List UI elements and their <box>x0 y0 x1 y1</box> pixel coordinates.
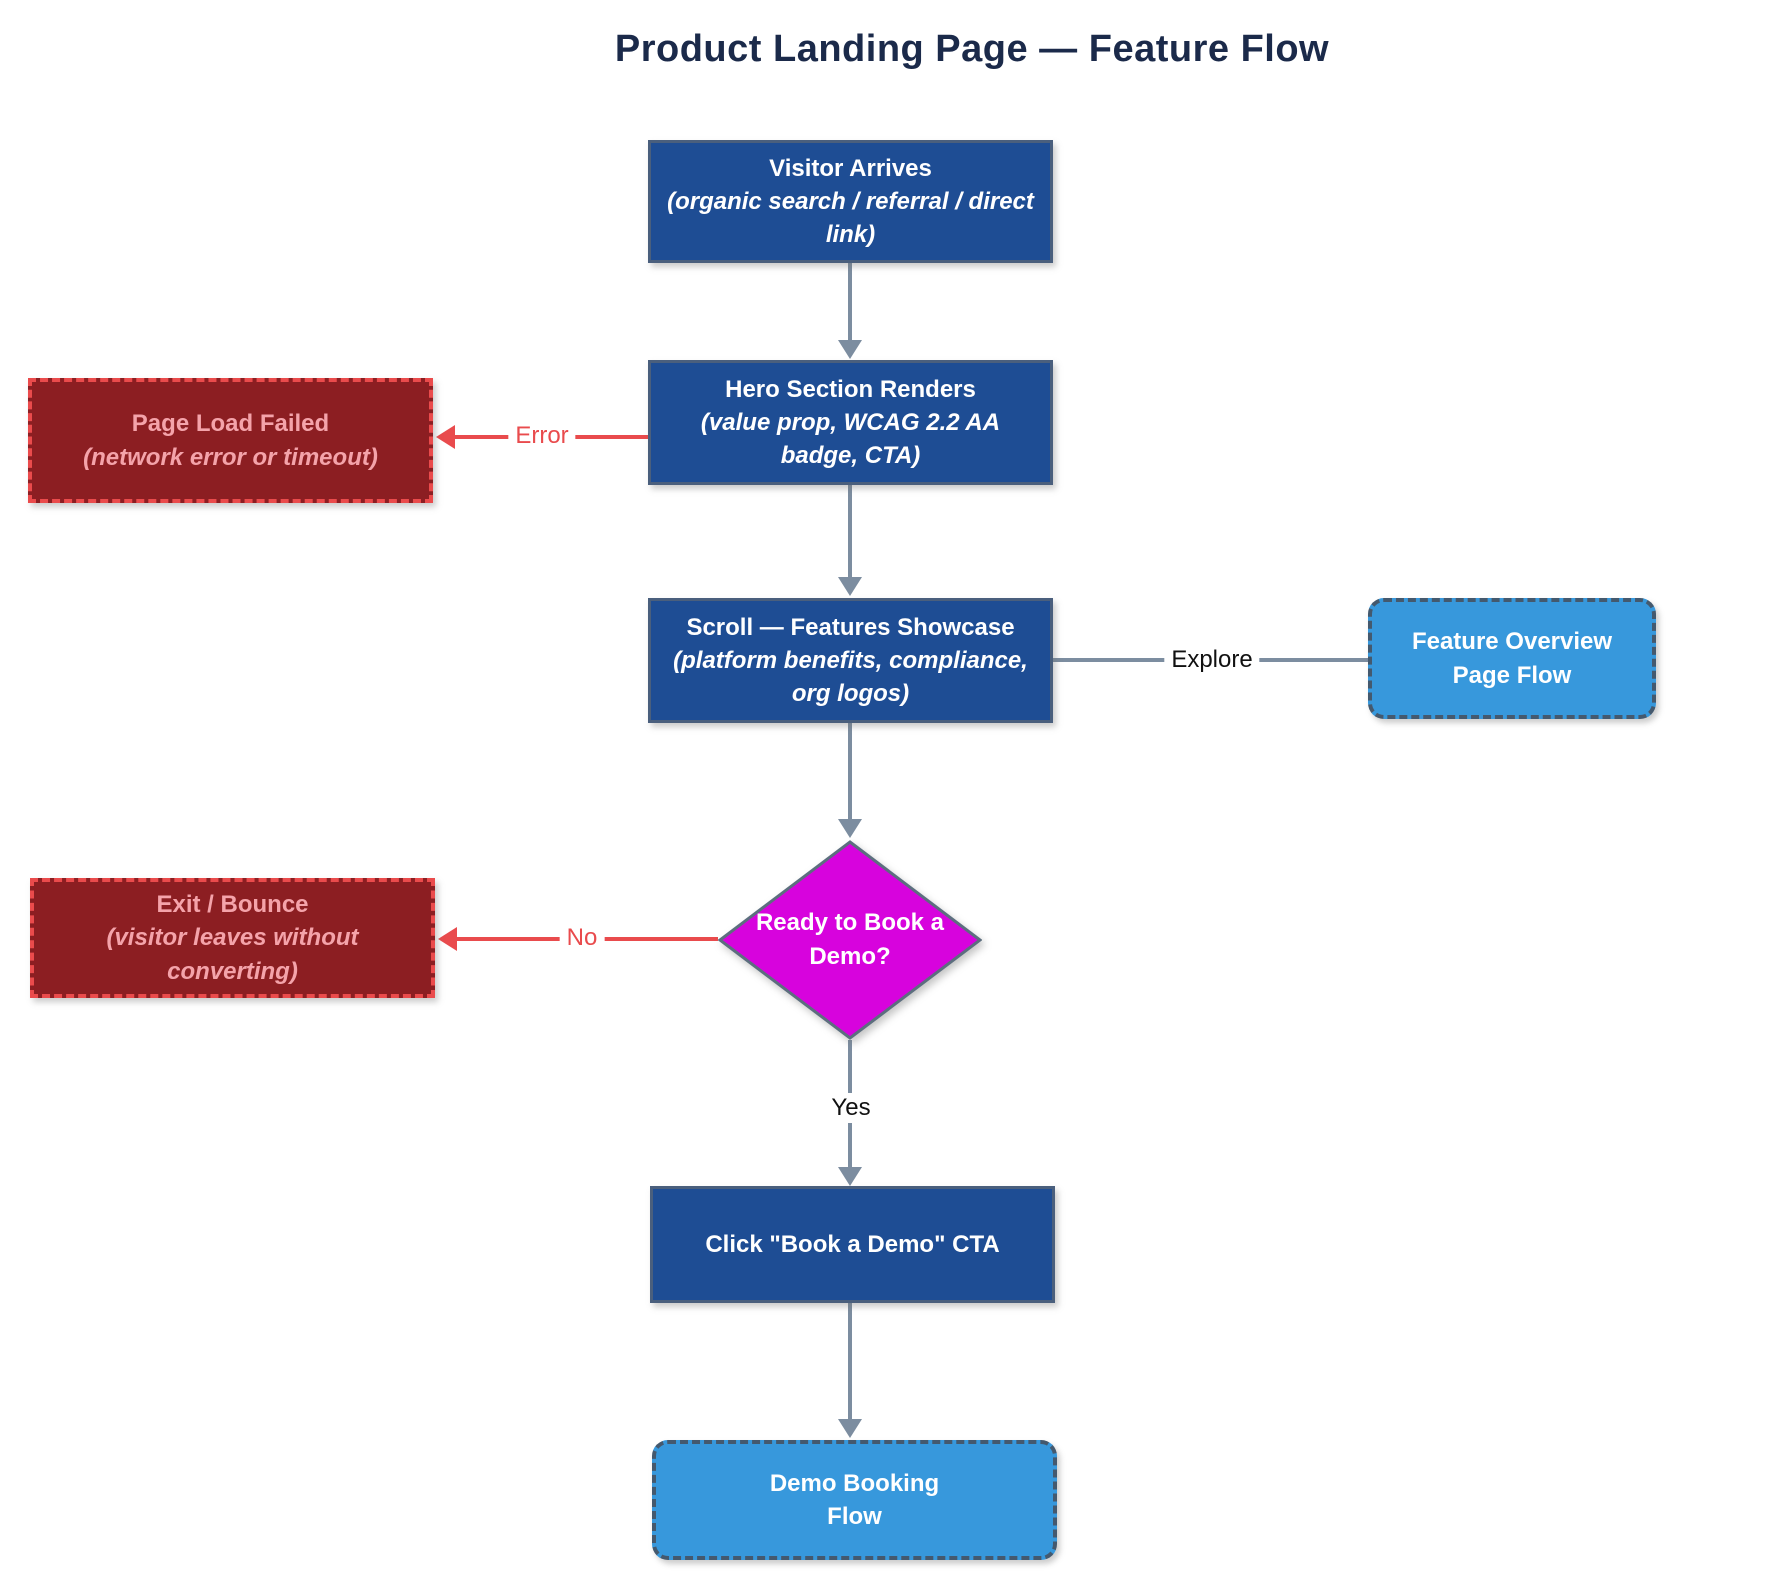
node-demo-booking-flow: Demo Booking Flow <box>652 1440 1057 1560</box>
edge-click-to-demo <box>848 1303 852 1421</box>
node-visitor-arrives-subtitle: (organic search / referral / direct link… <box>667 187 1034 249</box>
node-visitor-arrives: Visitor Arrives (organic search / referr… <box>648 140 1053 263</box>
node-exit-bounce-subtitle: (visitor leaves without converting) <box>106 924 359 985</box>
arrowhead-decision-to-click <box>838 1167 862 1186</box>
edge-label-yes: Yes <box>824 1093 878 1123</box>
node-page-load-failed-title: Page Load Failed <box>131 410 330 438</box>
node-feature-overview-line1: Feature Overview <box>1411 628 1613 656</box>
node-page-load-failed: Page Load Failed (network error or timeo… <box>28 378 433 503</box>
node-exit-bounce-title: Exit / Bounce <box>156 891 309 919</box>
node-scroll-features-title: Scroll — Features Showcase <box>686 613 1015 641</box>
node-scroll-features-subtitle: (platform benefits, compliance, org logo… <box>673 646 1028 708</box>
edge-label-error: Error <box>508 421 576 451</box>
node-feature-overview-flow: Feature Overview Page Flow <box>1368 598 1656 719</box>
arrowhead-scroll-to-decision <box>838 819 862 838</box>
node-scroll-features: Scroll — Features Showcase (platform ben… <box>648 598 1053 723</box>
edge-label-explore: Explore <box>1164 645 1260 675</box>
arrowhead-visitor-to-hero <box>838 340 862 359</box>
node-hero-section-subtitle: (value prop, WCAG 2.2 AA badge, CTA) <box>700 408 1001 470</box>
decision-diamond-shape <box>718 840 982 1040</box>
decision-text-line1: Ready to <box>755 909 858 937</box>
node-click-book-demo-cta: Click "Book a Demo" CTA <box>650 1186 1055 1303</box>
node-decision-ready-to-book: Ready to Book a Demo? <box>718 840 982 1040</box>
node-hero-section-title: Hero Section Renders <box>725 375 976 403</box>
decision-text: Ready to Book a Demo? <box>718 906 982 973</box>
node-demo-booking-line2: Flow <box>827 1503 882 1530</box>
edge-visitor-to-hero <box>848 263 852 342</box>
node-demo-booking-line1: Demo Booking <box>769 1469 940 1497</box>
edge-label-no: No <box>559 923 605 953</box>
node-click-book-demo-cta-title: Click "Book a Demo" CTA <box>705 1230 1000 1258</box>
node-page-load-failed-subtitle: (network error or timeout) <box>83 443 378 471</box>
diagram-title: Product Landing Page — Feature Flow <box>614 28 1330 70</box>
node-hero-section: Hero Section Renders (value prop, WCAG 2… <box>648 360 1053 485</box>
edge-scroll-to-decision <box>848 723 852 820</box>
arrowhead-hero-to-scroll <box>838 577 862 596</box>
arrowhead-click-to-demo <box>838 1419 862 1438</box>
arrowhead-decision-to-exit <box>438 927 457 951</box>
node-exit-bounce: Exit / Bounce (visitor leaves without co… <box>30 878 435 998</box>
decision-text-line2: Book a Demo? <box>809 909 945 970</box>
edge-hero-to-scroll <box>848 485 852 578</box>
node-feature-overview-line2: Page Flow <box>1452 661 1572 689</box>
node-visitor-arrives-title: Visitor Arrives <box>769 154 932 182</box>
arrowhead-hero-to-failed <box>436 425 455 449</box>
